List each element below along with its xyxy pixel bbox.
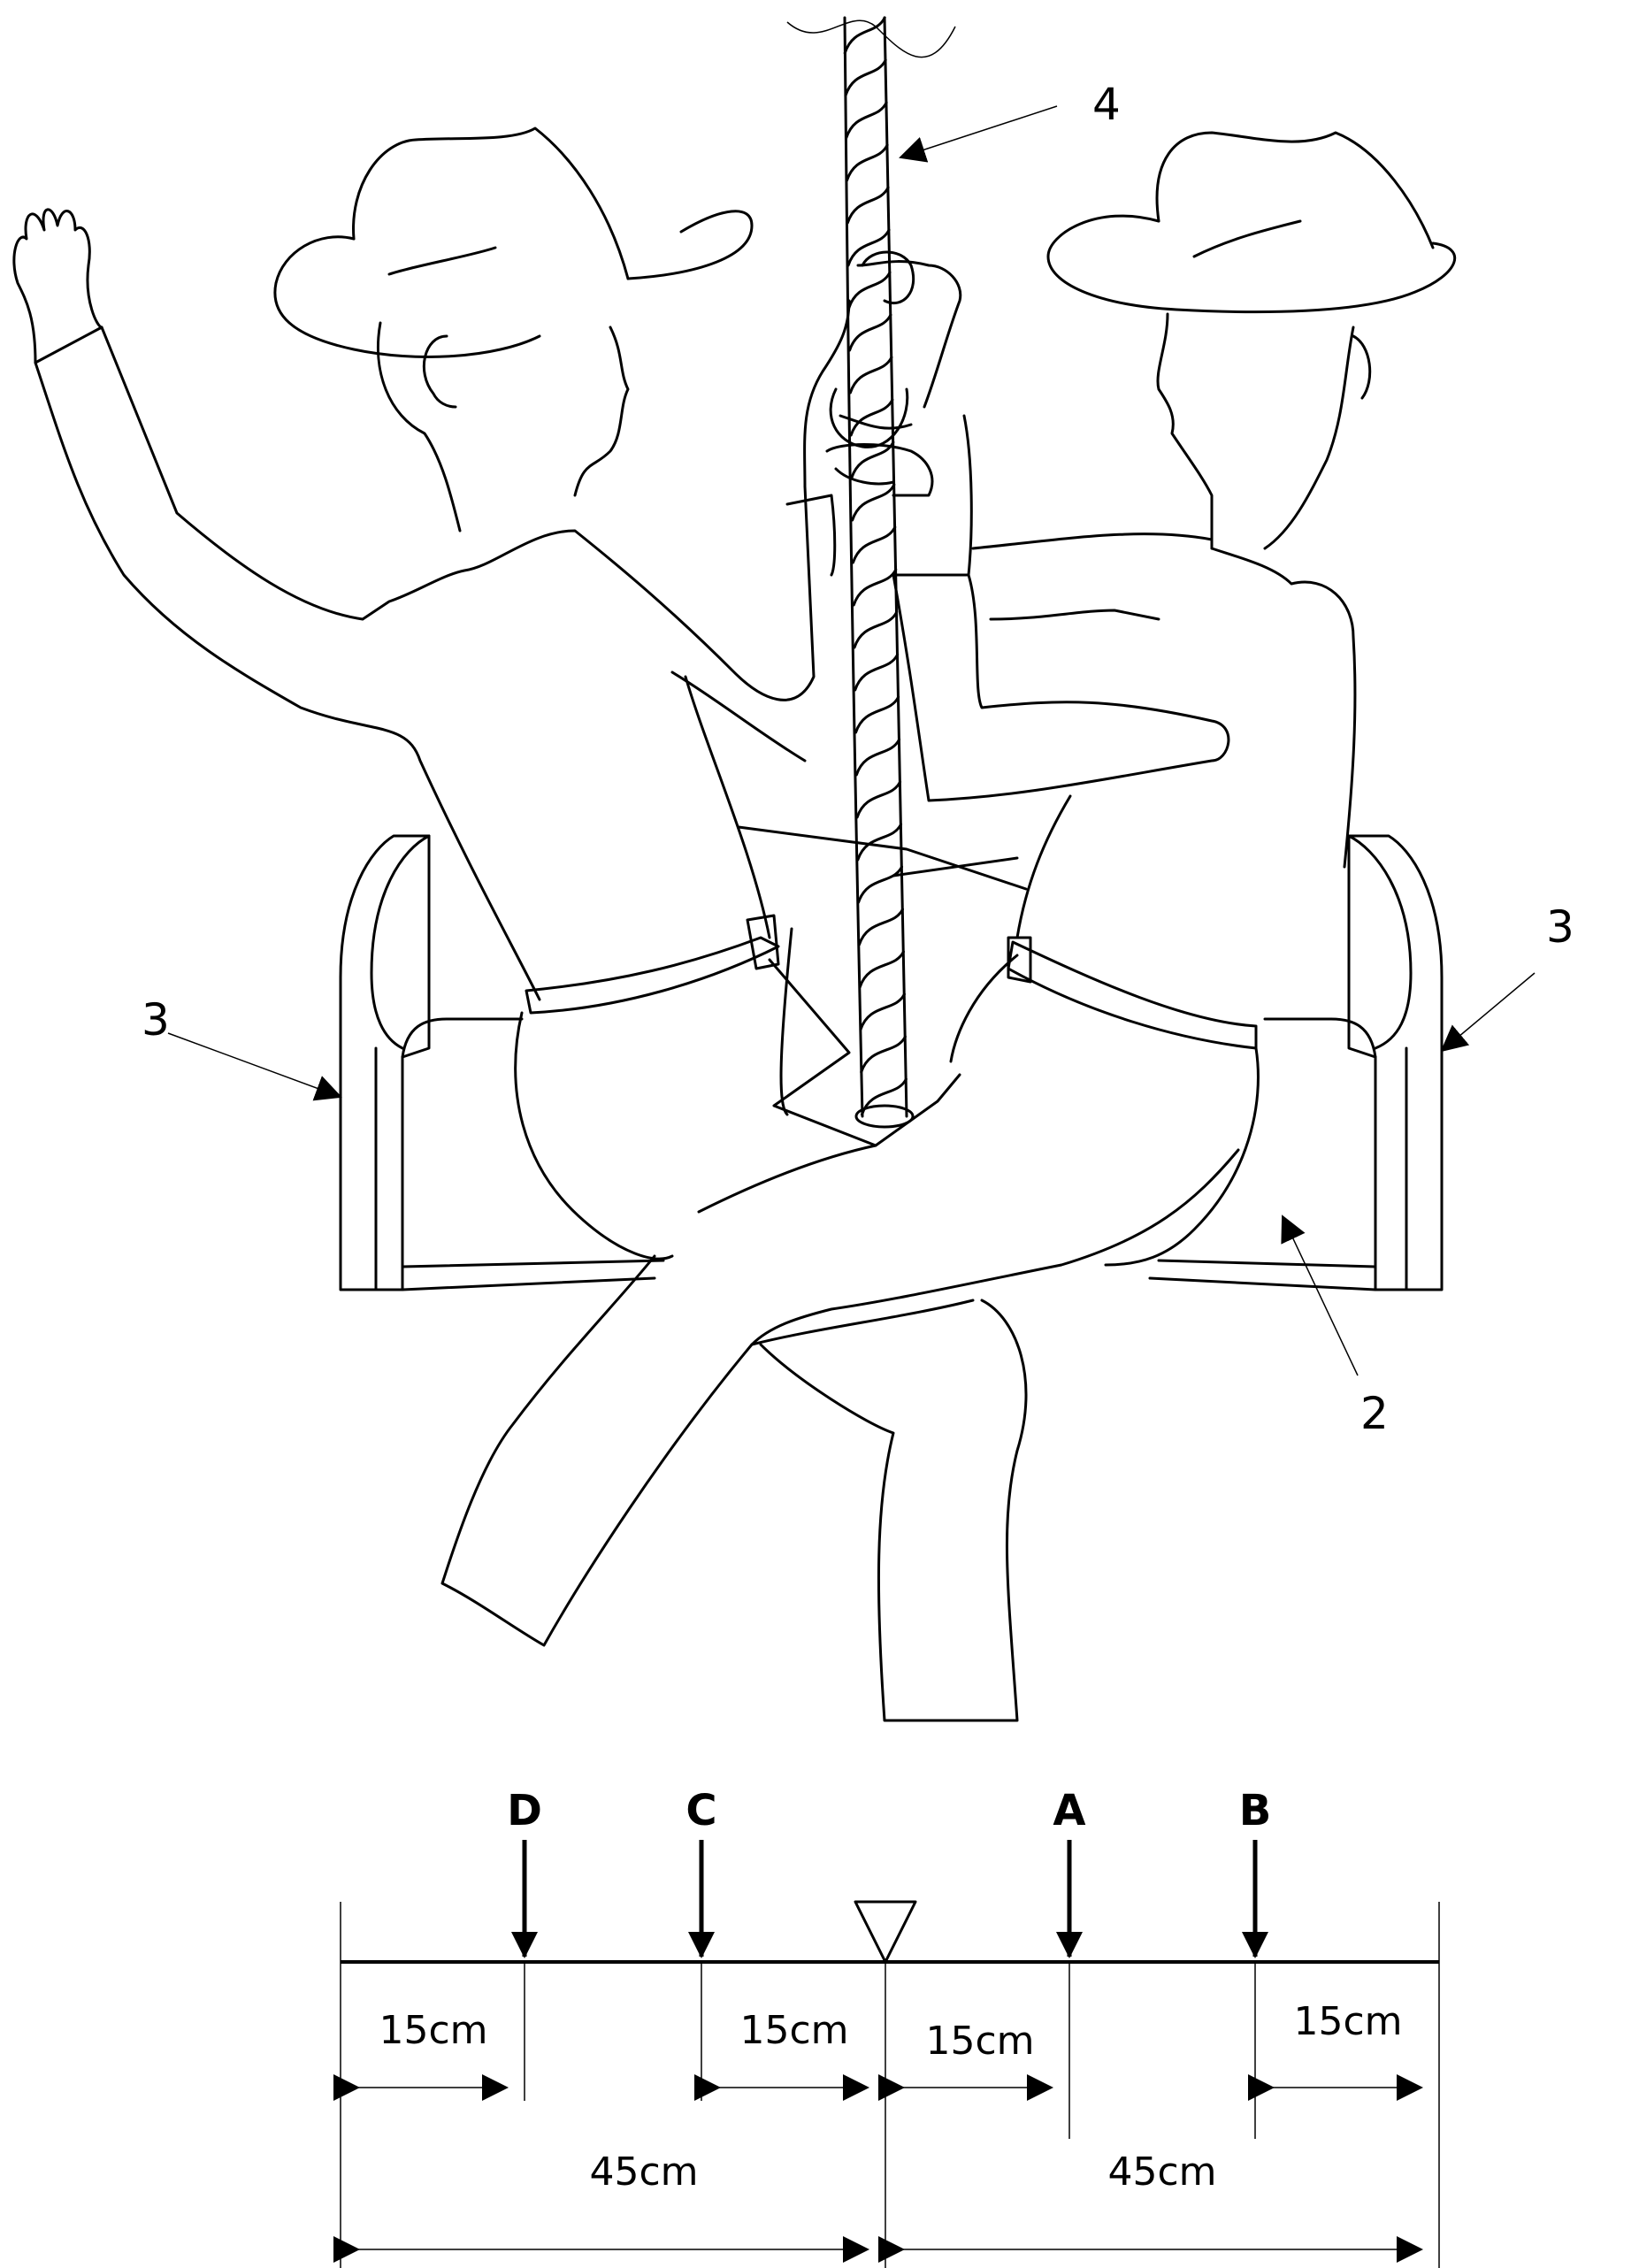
dimension-left-total: 45cm	[333, 2149, 869, 2263]
dimension-left-outer: 15cm	[333, 2008, 509, 2101]
rope-twist	[847, 271, 892, 310]
dimension-right-total-label: 45cm	[1107, 2149, 1216, 2195]
swing-seat	[339, 825, 1444, 1291]
force-label-b: B	[1239, 1786, 1272, 1835]
rope-twist	[860, 1035, 907, 1074]
rope-twist	[845, 143, 889, 182]
rope-twist	[848, 313, 892, 352]
rope-twist	[857, 865, 904, 904]
rope-twist	[848, 356, 893, 395]
rope-twist	[854, 738, 901, 777]
left-person	[12, 126, 1028, 1722]
rope-twist	[851, 483, 896, 522]
dimension-right-outer-label: 15cm	[1293, 1999, 1402, 2044]
dimension-right-inner: 15cm	[878, 2019, 1053, 2101]
dimension-right-outer: 15cm	[1248, 1999, 1423, 2101]
rope-twist	[843, 16, 886, 55]
beam-diagram: D C A B 15cm 15cm 15cm 15cm 45cm 45cm	[333, 1786, 1440, 2268]
force-label-d: D	[507, 1786, 542, 1835]
dimension-right-inner-label: 15cm	[925, 2019, 1034, 2064]
callout-rope-label: 4	[1092, 79, 1121, 130]
callout-left-guard-label: 3	[142, 994, 170, 1046]
rope-twist	[854, 653, 900, 692]
rope-twist	[844, 58, 887, 97]
dimension-right-total: 45cm	[878, 2149, 1423, 2263]
rope-twist	[859, 992, 906, 1031]
rope-twist	[858, 950, 905, 989]
rope-twist	[852, 568, 898, 607]
rope-twist	[855, 780, 902, 819]
right-person	[750, 131, 1457, 1346]
callout-seat-label: 2	[1360, 1388, 1389, 1439]
callout-right-guard-label: 3	[1546, 901, 1574, 953]
dimension-left-inner: 15cm	[694, 2008, 869, 2101]
force-label-c: C	[685, 1786, 716, 1835]
dimension-left-outer-label: 15cm	[379, 2008, 487, 2053]
fulcrum-triangle	[854, 1900, 917, 1964]
rope-twist	[849, 398, 894, 437]
rope-twist	[846, 186, 890, 225]
callout-leaders	[167, 105, 1536, 1376]
rope-twist	[845, 101, 888, 140]
rope	[786, 16, 956, 1118]
dimension-left-total-label: 45cm	[589, 2149, 698, 2195]
rope-twist	[846, 228, 891, 267]
rope-twist	[854, 695, 900, 734]
rope-twist	[851, 525, 897, 564]
dimension-left-inner-label: 15cm	[739, 2008, 848, 2053]
force-label-a: A	[1053, 1786, 1085, 1835]
illustration: 4 3 3 2	[12, 16, 1574, 1722]
rope-twist	[853, 610, 899, 649]
rope-twist	[860, 1077, 908, 1116]
rope-twist	[857, 908, 904, 946]
rope-twist	[856, 823, 903, 862]
